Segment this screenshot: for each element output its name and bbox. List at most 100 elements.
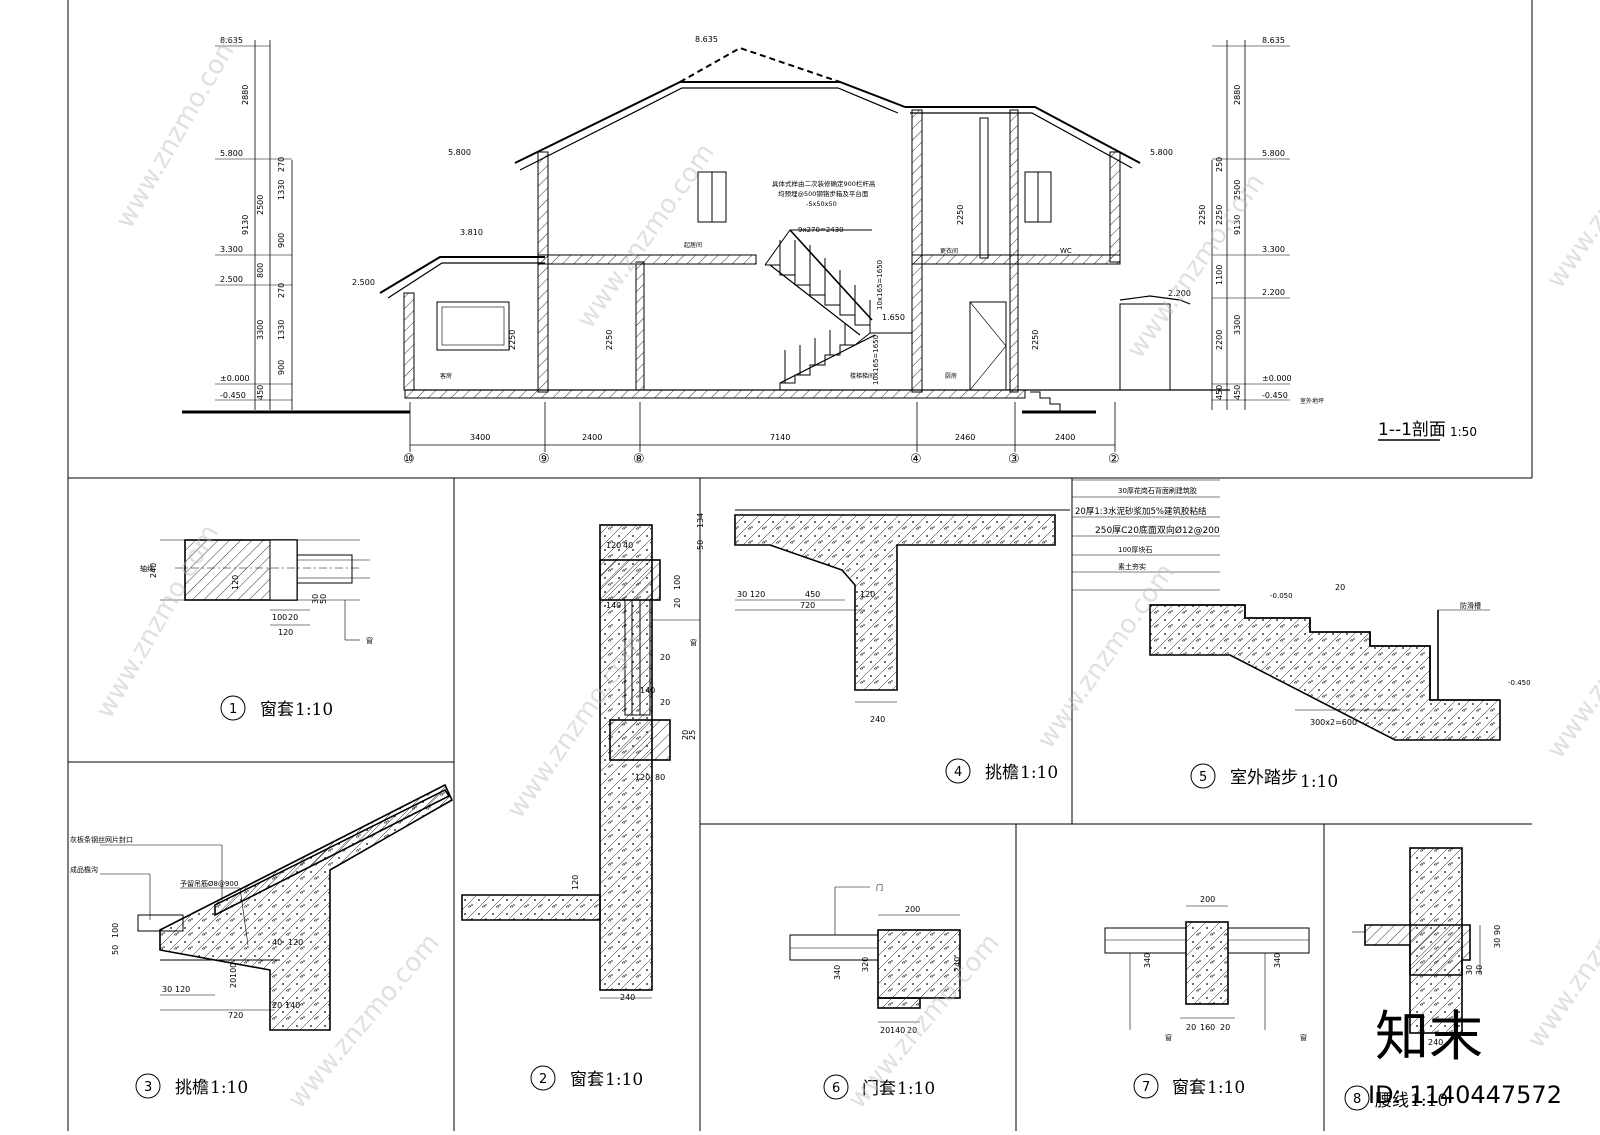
svg-text:140: 140: [640, 686, 655, 695]
svg-text:3300: 3300: [1233, 315, 1242, 335]
svg-text:340: 340: [833, 965, 842, 980]
svg-text:100: 100: [272, 613, 287, 622]
svg-text:2880: 2880: [1233, 85, 1242, 105]
layer-note: 20厚1:3水泥砂浆加5%建筑胶粘结: [1075, 506, 1206, 517]
callout: 成品檐沟: [70, 865, 98, 874]
elev-label: 3.300: [220, 245, 243, 254]
svg-text:20: 20: [1335, 583, 1345, 592]
detail-number: 7: [1142, 1080, 1150, 1095]
svg-text:100: 100: [111, 923, 120, 938]
svg-text:140: 140: [285, 1001, 300, 1010]
axis-markers: ⑩ ⑨ ⑧ ④ ③ ②: [403, 452, 1120, 467]
svg-text:25: 25: [688, 730, 697, 740]
svg-text:160: 160: [1200, 1023, 1215, 1032]
detail-scale: 1:10: [897, 1079, 935, 1099]
svg-text:250: 250: [1215, 157, 1224, 172]
window-label: 窗: [690, 638, 697, 647]
svg-text:50: 50: [696, 540, 705, 550]
detail-scale: 1:10: [1207, 1078, 1245, 1098]
ridge-elev: 8.635: [695, 35, 718, 44]
section-title: 1--1剖面: [1378, 420, 1446, 440]
detail-scale: 1:10: [295, 700, 333, 720]
elev-label: ±0.000: [220, 374, 250, 383]
svg-text:20: 20: [660, 653, 670, 662]
detail-8: 30 90 30 30 240 8 腰线 1:10: [1344, 847, 1502, 1111]
elev-label: -0.450: [1262, 391, 1288, 400]
detail-scale: 1:10: [1300, 772, 1338, 792]
callout: 防滑槽: [1460, 601, 1481, 610]
svg-text:www.znzmo.com: www.znzmo.com: [1541, 568, 1600, 764]
stair: [764, 229, 912, 390]
svg-text:300x2=600: 300x2=600: [1310, 718, 1357, 727]
svg-text:200: 200: [1200, 895, 1215, 904]
svg-text:9130: 9130: [241, 215, 250, 235]
detail-number: 5: [1199, 770, 1207, 785]
svg-text:120: 120: [278, 628, 293, 637]
elev-label: ±0.000: [1262, 374, 1292, 383]
stair-note: -5x50x50: [806, 200, 837, 208]
door-label: 门: [876, 883, 883, 892]
detail-title: 窗套: [1172, 1078, 1206, 1098]
svg-text:2880: 2880: [241, 85, 250, 105]
svg-text:240: 240: [1428, 1038, 1443, 1047]
svg-text:40: 40: [623, 541, 633, 550]
svg-text:80: 80: [655, 773, 665, 782]
svg-text:100: 100: [229, 963, 238, 978]
svg-text:www.znzmo.com: www.znzmo.com: [90, 520, 225, 724]
svg-text:240: 240: [620, 993, 635, 1002]
detail-title: 门套: [862, 1079, 896, 1099]
svg-text:20: 20: [660, 698, 670, 707]
stair-note: 具体式样由二次装修确定900栏杆高: [772, 179, 876, 188]
detail-scale: 1:10: [1020, 763, 1058, 783]
svg-text:134: 134: [696, 513, 705, 528]
svg-text:20: 20: [1186, 1023, 1196, 1032]
callout: 灰板条钢丝网片封口: [70, 835, 133, 844]
svg-text:www.znzmo.com: www.znzmo.com: [1521, 858, 1600, 1054]
room-label: 客房: [440, 372, 452, 380]
elev-left: 8.635 5.800 3.300 2.500 ±0.000 -0.450: [220, 36, 250, 400]
svg-text:720: 720: [800, 601, 815, 610]
svg-text:20: 20: [673, 598, 682, 608]
svg-text:2250: 2250: [605, 330, 614, 350]
svg-text:2250: 2250: [956, 205, 965, 225]
svg-text:2250: 2250: [1215, 205, 1224, 225]
elev-label: -0.050: [1270, 592, 1293, 600]
detail-number: 8: [1353, 1092, 1361, 1107]
detail-title: 窗套: [260, 700, 294, 720]
svg-text:120: 120: [175, 985, 190, 994]
svg-text:20: 20: [272, 1001, 282, 1010]
outdoor-label: 室外地坪: [1300, 397, 1324, 405]
svg-text:20: 20: [288, 613, 298, 622]
detail-7: 窗 窗 200 340 340 20 160 20 7 窗套 1:10: [1104, 895, 1310, 1099]
detail-5: 30厚花岗石背面刷建筑胶 20厚1:3水泥砂浆加5%建筑胶粘结 250厚C20底…: [1072, 479, 1531, 792]
room-label: 起居间: [684, 241, 702, 249]
svg-text:30: 30: [1475, 965, 1484, 975]
svg-text:2500: 2500: [1233, 180, 1242, 200]
detail-3: 灰板条钢丝网片封口 成品檐沟 予留吊筋Ø8@900 40 120 50 100 …: [70, 783, 454, 1099]
room-label: 楼梯梯间: [850, 372, 874, 380]
detail-2: 窗 120 40 100 20 140 20 140 20 20 25 120 …: [461, 524, 700, 1091]
svg-text:20: 20: [681, 730, 690, 740]
eave-elev: 3.810: [460, 228, 483, 237]
elev-label: -0.450: [220, 391, 246, 400]
stair-dim: 9x270=2430: [798, 226, 844, 234]
window-label: 窗: [1300, 1033, 1307, 1042]
room-label: 更衣间: [940, 247, 958, 255]
svg-text:120: 120: [750, 590, 765, 599]
svg-text:120: 120: [860, 590, 875, 599]
svg-text:450: 450: [1215, 385, 1224, 400]
axis-label: 轴线: [140, 564, 154, 573]
svg-text:20: 20: [880, 1026, 890, 1035]
svg-text:⑨: ⑨: [538, 452, 550, 467]
layer-note: 30厚花岗石背面刷建筑胶: [1118, 486, 1197, 495]
detail-scale: 1:10: [1410, 1091, 1448, 1111]
elev-label: 5.800: [1262, 149, 1285, 158]
svg-text:④: ④: [910, 452, 922, 467]
svg-text:9130: 9130: [1233, 215, 1242, 235]
porch-elev: 2.500: [352, 278, 375, 287]
svg-text:2460: 2460: [955, 433, 975, 442]
svg-text:450: 450: [256, 385, 265, 400]
svg-text:900: 900: [277, 360, 286, 375]
elev-label: 2.500: [220, 275, 243, 284]
svg-text:30: 30: [162, 985, 172, 994]
